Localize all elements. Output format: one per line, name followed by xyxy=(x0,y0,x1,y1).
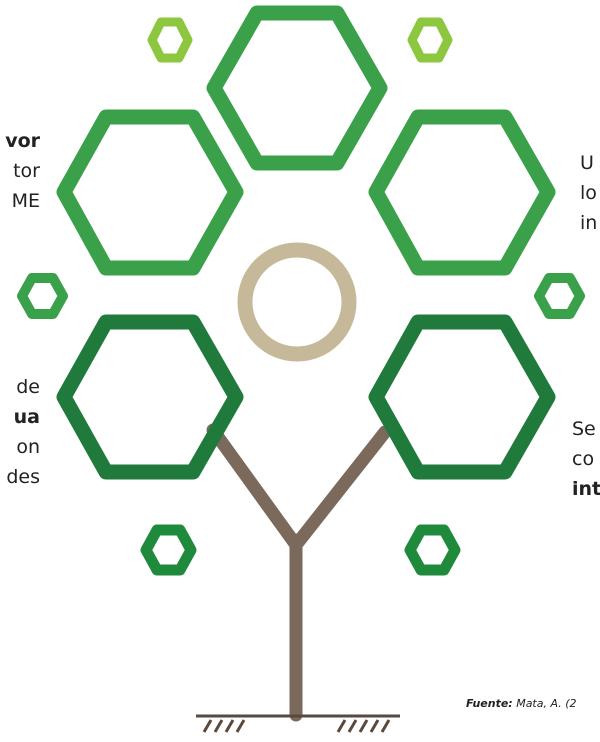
right-upper-line-3: in xyxy=(580,212,598,234)
small-hexagon-top-left xyxy=(147,17,193,63)
right-text-lower: Se co int xyxy=(572,414,600,504)
ground-line xyxy=(196,714,400,733)
center-ring xyxy=(237,242,357,362)
small-hexagon-top-right xyxy=(407,17,453,63)
right-upper-line-2: lo xyxy=(580,182,597,204)
left-upper-line-1: vor xyxy=(5,130,40,152)
right-lower-line-3: int xyxy=(572,478,600,500)
left-upper-line-2: tor xyxy=(13,160,40,182)
small-hexagon-bottom-left xyxy=(140,524,197,576)
hexagon-upper-right xyxy=(368,109,556,276)
left-lower-line-2: ua xyxy=(13,406,40,428)
right-upper-line-1: U xyxy=(580,152,594,174)
source-text: Mata, A. (2 xyxy=(516,697,577,710)
left-upper-line-3: ME xyxy=(11,190,40,212)
small-hexagon-bottom-right xyxy=(404,524,461,576)
left-text-lower: de ua on des xyxy=(0,372,40,492)
small-hexagon-mid-left xyxy=(17,273,68,319)
hexagon-lower-left xyxy=(56,314,244,480)
left-lower-line-3: on xyxy=(16,436,40,458)
source-label: Fuente: xyxy=(466,697,513,710)
hexagon-top xyxy=(206,5,388,171)
source-caption: Fuente: Mata, A. (2 xyxy=(466,697,600,710)
tree-trunk xyxy=(206,423,392,722)
left-text-upper: vor tor ME xyxy=(0,126,40,216)
hexagon-upper-left xyxy=(56,109,244,276)
left-lower-line-4: des xyxy=(6,466,40,488)
small-hexagon-mid-right xyxy=(534,273,585,319)
hexagon-lower-right xyxy=(368,314,556,480)
right-text-upper: U lo in xyxy=(580,148,600,238)
right-lower-line-1: Se xyxy=(572,418,596,440)
left-lower-line-1: de xyxy=(16,376,40,398)
right-lower-line-2: co xyxy=(572,448,595,470)
